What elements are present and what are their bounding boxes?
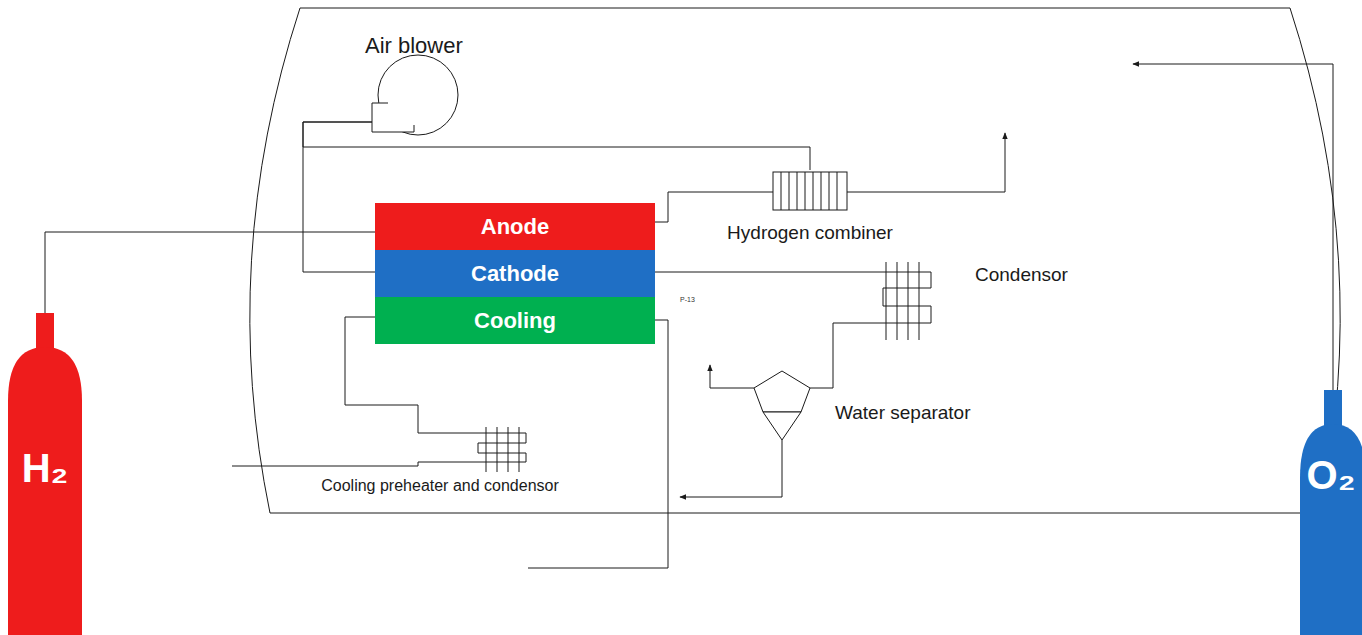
combiner-plate	[837, 172, 838, 210]
shape-outline	[765, 170, 855, 212]
cylinder-body	[1300, 424, 1362, 635]
hydrogen-combiner: Hydrogen combiner	[765, 170, 855, 212]
coil-fin	[497, 427, 498, 472]
preheater-outlet-line	[232, 462, 470, 466]
coil-fin	[897, 262, 898, 340]
combiner-plate	[821, 172, 822, 210]
node-label: Air blower	[365, 33, 463, 58]
separator-water-outlet	[680, 440, 782, 497]
combiner-plate	[781, 172, 782, 210]
combiner-plate	[789, 172, 790, 210]
shape-outline	[1300, 390, 1362, 635]
node-label: O₂	[1304, 452, 1358, 498]
oxygen-cylinder: O₂	[1300, 390, 1362, 635]
combiner-plate	[829, 172, 830, 210]
coil-tube	[875, 272, 931, 323]
housing-outline	[250, 8, 1340, 513]
cooling-return-line	[528, 320, 668, 568]
coil-tube	[470, 433, 526, 462]
separator-gas-outlet	[710, 365, 754, 388]
cathode-band: Cathode	[375, 250, 655, 297]
cooling-band: Cooling	[375, 297, 655, 344]
cooling-preheater: Cooling preheater and condensor	[470, 427, 532, 472]
water-separator: Water separator	[752, 370, 812, 442]
condensor: Condensor	[875, 262, 937, 340]
air-blower: Air blower	[372, 55, 460, 135]
part-number: P-13	[680, 296, 695, 303]
coil-fin	[886, 262, 887, 340]
combiner-plate	[813, 172, 814, 210]
pipe-connector	[812, 323, 875, 388]
separator-body	[754, 371, 810, 412]
separator-stub	[810, 388, 812, 389]
node-label: Condensor	[975, 264, 1068, 286]
shape-outline	[470, 427, 532, 472]
combiner-plate	[805, 172, 806, 210]
node-label: Water separator	[835, 402, 971, 424]
oxygen-supply-line	[1133, 64, 1333, 390]
shape-outline	[752, 370, 812, 442]
anode-band: Anode	[375, 203, 655, 250]
node-label: Cooling	[474, 308, 556, 333]
combiner-body	[773, 172, 847, 210]
cylinder-body	[8, 347, 82, 635]
shape-outline	[875, 262, 937, 340]
coil-fin	[486, 427, 487, 472]
shape-outline	[372, 55, 460, 135]
coil-fin	[919, 262, 920, 340]
node-label: Hydrogen combiner	[695, 222, 925, 244]
combiner-exhaust-line	[855, 133, 1005, 192]
combiner-plate	[797, 172, 798, 210]
hydrogen-cylinder: H₂	[8, 313, 82, 635]
node-label: Cooling preheater and condensor	[320, 477, 560, 495]
separator-funnel	[763, 412, 801, 440]
pipe-connector	[655, 272, 875, 273]
combiner-stub	[765, 192, 855, 193]
coil-fin	[519, 427, 520, 472]
node-label: Anode	[481, 214, 549, 239]
node-label: H₂	[8, 445, 82, 491]
blower-outlet	[372, 103, 414, 132]
coil-fin	[908, 262, 909, 340]
coil-fin	[508, 427, 509, 472]
node-label: Cathode	[471, 261, 559, 286]
pipe-connector	[655, 192, 765, 222]
pipe-connector	[303, 122, 375, 272]
